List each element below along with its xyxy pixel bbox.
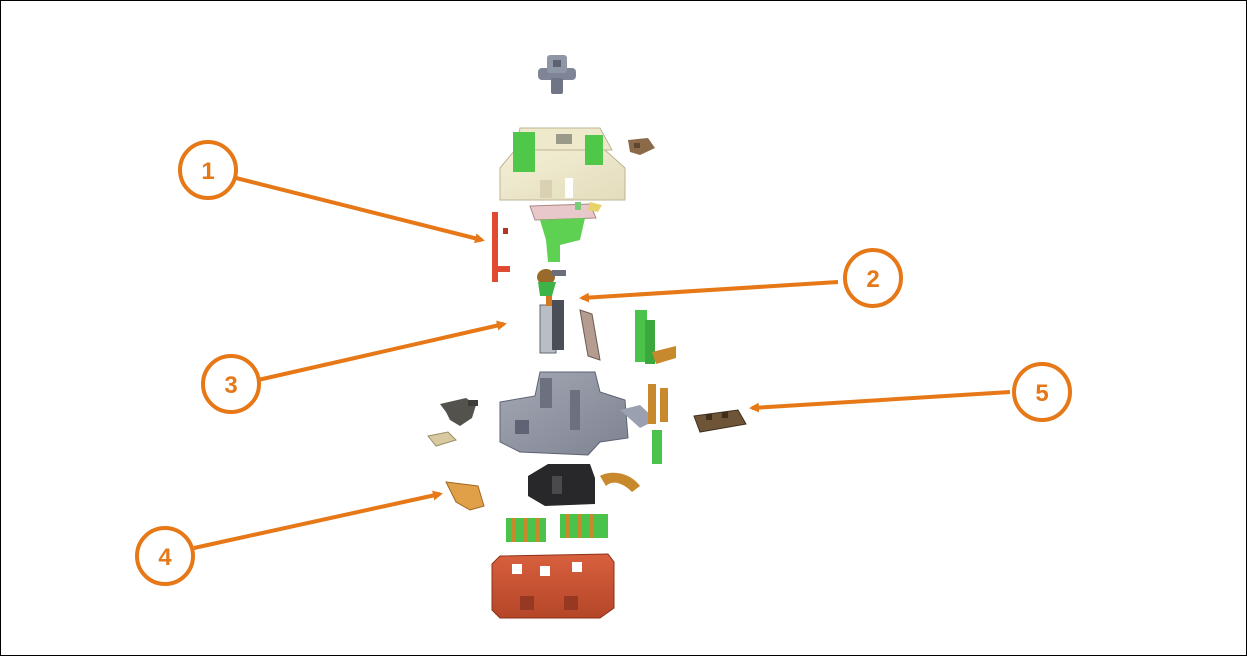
callout-3: 3	[201, 354, 261, 414]
copper-spring-part	[648, 384, 668, 464]
terminal-block-left	[506, 518, 546, 542]
housing-top-part	[499, 127, 626, 201]
callout-2: 2	[843, 248, 903, 308]
callout-5-label: 5	[1035, 380, 1048, 407]
callout-4-arrow	[193, 490, 443, 550]
dark-lever-part	[440, 398, 478, 426]
terminal-block-right	[560, 514, 608, 538]
contact-plate-stack	[539, 296, 601, 361]
callout-4: 4	[135, 526, 195, 586]
red-clip-part	[492, 212, 510, 282]
callout-2-arrow	[579, 280, 839, 303]
main-body-part	[499, 371, 656, 456]
callout-2-label: 2	[866, 266, 879, 293]
copper-terminal-part	[445, 481, 485, 511]
callout-5: 5	[1012, 362, 1072, 422]
enclosure-base-part	[491, 553, 615, 619]
brown-contact-bar	[693, 409, 747, 433]
black-base-part	[528, 464, 595, 506]
callout-1-label: 1	[201, 158, 214, 185]
callout-1: 1	[178, 140, 238, 200]
small-brown-part	[628, 138, 655, 155]
callout-3-arrow	[257, 320, 507, 382]
callout-5-arrow	[749, 390, 1011, 413]
small-beige-part	[427, 431, 457, 447]
small-mechanism-part	[537, 269, 566, 296]
copper-curved-part	[600, 472, 640, 492]
callout-3-label: 3	[224, 372, 237, 399]
green-terminal-stack	[635, 310, 676, 364]
trip-mechanism-part	[529, 202, 602, 262]
callout-4-label: 4	[158, 544, 172, 571]
callout-1-arrow	[235, 176, 485, 244]
knob-part	[538, 55, 576, 94]
